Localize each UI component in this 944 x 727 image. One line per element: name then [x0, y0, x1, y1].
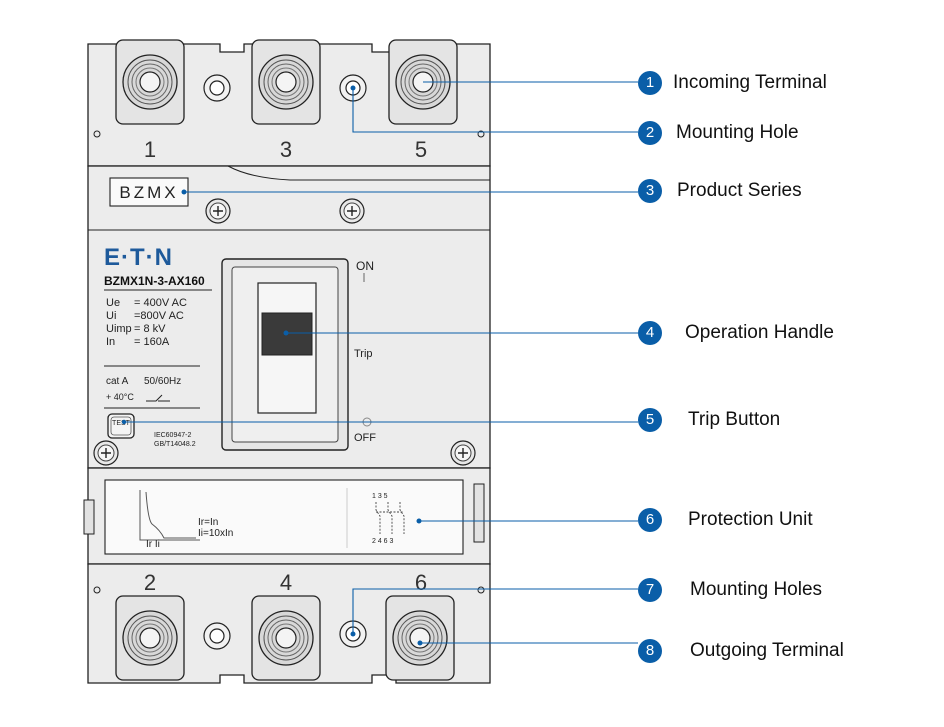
outgoing-terminal-4 [251, 595, 321, 681]
ir-setting: Ir=In [198, 517, 218, 528]
rating-value: = 160A [134, 336, 170, 348]
callout-number: 6 [638, 508, 662, 532]
callout-number: 2 [638, 121, 662, 145]
operation-handle [221, 258, 349, 451]
callout-label: Incoming Terminal [673, 72, 827, 93]
model-number: BZMX1N-3-AX160 [104, 274, 205, 288]
cover-screw-right [339, 198, 365, 224]
curve-axis-labels: Ir Ii [146, 539, 160, 550]
callout-number: 1 [638, 71, 662, 95]
rating-key: Ui [106, 310, 116, 322]
callout-number: 8 [638, 639, 662, 663]
callout-number: 4 [638, 321, 662, 345]
cover-screw-left [205, 198, 231, 224]
trip-symbol [146, 394, 170, 402]
rating-key: In [106, 336, 115, 348]
bottom-terminal-number: 4 [280, 570, 292, 595]
mounting-hole-bottom-left [203, 622, 231, 650]
incoming-terminal-3 [251, 39, 321, 125]
schematic-bottom-numbers: 2 4 6 3 [372, 538, 394, 545]
callout-label: Trip Button [688, 409, 781, 430]
callout-outgoing-terminal: 8 Outgoing Terminal [638, 638, 938, 668]
callout-label: Mounting Hole [676, 122, 799, 143]
callout-mounting-hole: 2 Mounting Hole [638, 120, 938, 150]
callout-label: Product Series [677, 180, 802, 201]
temperature: + 40°C [106, 392, 134, 402]
handle-trip-label: Trip [354, 348, 373, 360]
handle-off-label: OFF [354, 432, 376, 444]
standard-gb: GB/T14048.2 [154, 441, 196, 448]
schematic-top-numbers: 1 3 5 [372, 493, 388, 500]
rating-key: Ue [106, 297, 120, 309]
callout-number: 5 [638, 408, 662, 432]
rating-value: =800V AC [134, 310, 184, 322]
callout-trip-button: 5 Trip Button [638, 407, 938, 437]
rating-value: = 400V AC [134, 297, 187, 309]
brand-logo: E·T·N [104, 244, 173, 271]
callout-label: Mounting Holes [690, 579, 823, 600]
incoming-terminal-1 [115, 39, 185, 125]
outgoing-terminal-6 [385, 595, 455, 681]
series-label-box: BZMX [109, 177, 189, 207]
body-screw-right [450, 440, 476, 466]
standard-iec: IEC60947-2 [154, 432, 191, 439]
callout-product-series: 3 Product Series [638, 178, 938, 208]
schematic-lines [375, 502, 405, 534]
handle-on-label: ON [356, 259, 374, 273]
outgoing-terminal-2 [115, 595, 185, 681]
bottom-terminal-number: 6 [415, 570, 427, 595]
callout-mounting-holes: 7 Mounting Holes [638, 577, 938, 607]
trip-button-label: TEST [112, 420, 131, 427]
ii-setting: Ii=10xIn [198, 528, 233, 539]
callout-operation-handle: 4 Operation Handle [638, 320, 938, 350]
callout-label: Protection Unit [688, 509, 813, 530]
leader-lines [124, 81, 638, 644]
callout-protection-unit: 6 Protection Unit [638, 507, 938, 537]
top-terminal-number: 1 [144, 137, 156, 162]
callout-label: Outgoing Terminal [690, 640, 844, 661]
callout-label: Operation Handle [685, 322, 834, 343]
top-terminal-number: 5 [415, 137, 427, 162]
body-screw-left [93, 440, 119, 466]
rating-key: Uimp [106, 323, 132, 335]
frequency: 50/60Hz [144, 376, 181, 387]
category: cat A [106, 376, 129, 387]
bottom-terminal-number: 2 [144, 570, 156, 595]
trip-button: TEST [107, 413, 135, 439]
top-terminal-number: 3 [280, 137, 292, 162]
trip-curve [139, 490, 200, 541]
series-label: BZMX [119, 183, 178, 202]
callout-number: 3 [638, 179, 662, 203]
callout-incoming-terminal: 1 Incoming Terminal [638, 70, 938, 100]
callout-number: 7 [638, 578, 662, 602]
rating-value: = 8 kV [134, 323, 166, 335]
mounting-hole-top-left [203, 74, 231, 102]
